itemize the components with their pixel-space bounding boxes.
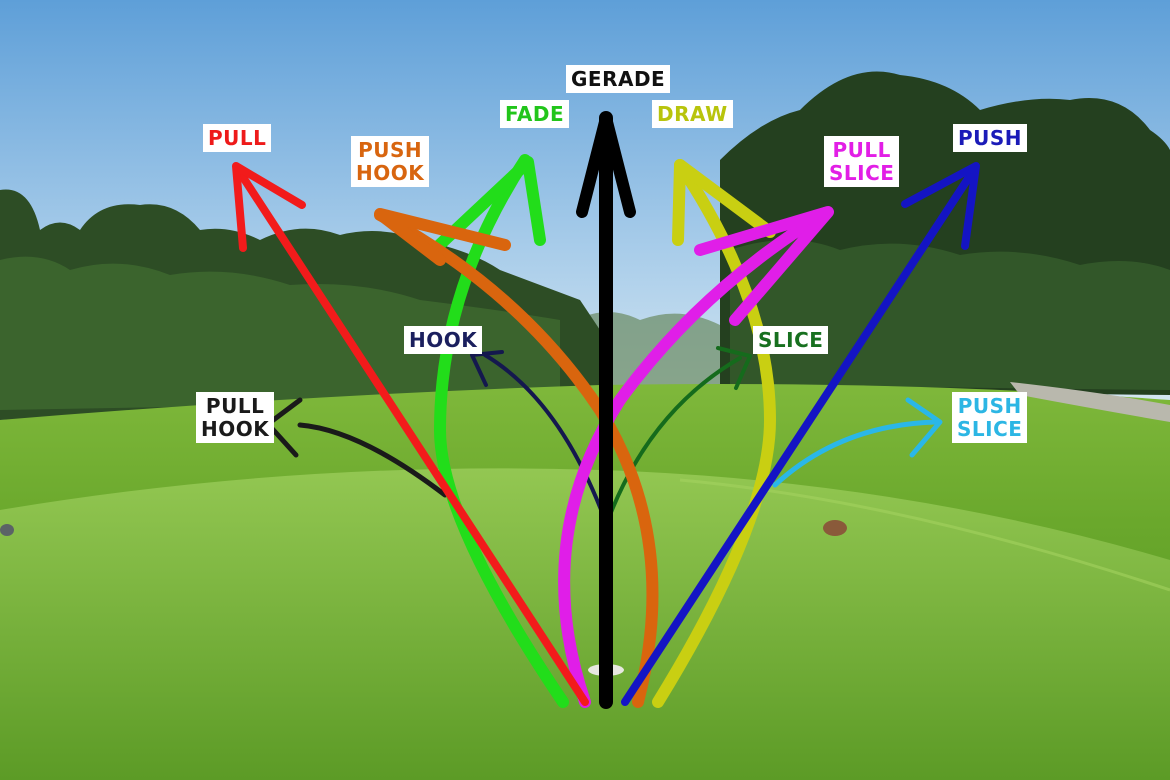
label-hook: HOOK: [404, 326, 483, 354]
left-trees-highlight: [0, 256, 560, 410]
label-line: SLICE: [758, 328, 824, 352]
label-line: PULL: [205, 394, 265, 418]
tee-box: [0, 468, 1170, 780]
label-line: HOOK: [356, 161, 425, 185]
label-slice: SLICE: [753, 326, 829, 354]
label-gerade: GERADE: [566, 65, 671, 93]
slice-trajectory: [606, 356, 742, 522]
right-trees-highlight: [730, 240, 1170, 390]
push-slice-trajectory: [772, 419, 938, 488]
label-pull: PULL: [203, 124, 272, 152]
label-line: FADE: [505, 102, 565, 126]
push-trajectory: [621, 164, 979, 706]
pull-hook-trajectory: [297, 422, 448, 498]
pull-slice-arrowhead: [694, 206, 834, 326]
push-slice-arrowhead: [905, 397, 943, 458]
label-fade: FADE: [500, 100, 570, 128]
label-line: DRAW: [657, 102, 728, 126]
pull-arrowhead: [232, 162, 306, 252]
label-line: GERADE: [571, 67, 666, 91]
label-line: PULL: [832, 138, 891, 162]
push-arrowhead: [901, 162, 980, 250]
slice-arrowhead: [716, 346, 752, 390]
label-push: PUSH: [953, 124, 1028, 152]
draw-trajectory: [652, 159, 776, 708]
label-line: PULL: [208, 126, 267, 150]
tee-marker: [0, 524, 14, 536]
push-hook-arrowhead: [374, 208, 511, 266]
label-line: PUSH: [957, 394, 1022, 418]
hook-arrowhead: [470, 350, 504, 387]
tee-box-stripe: [679, 478, 1170, 592]
label-draw: DRAW: [652, 100, 733, 128]
tee-marker: [823, 520, 847, 536]
pull-trajectory: [233, 164, 589, 706]
label-line: HOOK: [201, 417, 270, 441]
label-line: PUSH: [958, 126, 1023, 150]
label-line: PUSH: [358, 138, 423, 162]
label-line: HOOK: [409, 328, 478, 352]
fade-arrowhead: [426, 156, 546, 258]
cart-path: [1010, 382, 1170, 422]
draw-arrowhead: [672, 159, 776, 246]
label-line: SLICE: [957, 417, 1023, 441]
hook-trajectory: [483, 353, 607, 522]
label-line: SLICE: [829, 161, 895, 185]
straight-arrowhead: [576, 112, 636, 218]
pull-slice-trajectory: [558, 207, 831, 708]
